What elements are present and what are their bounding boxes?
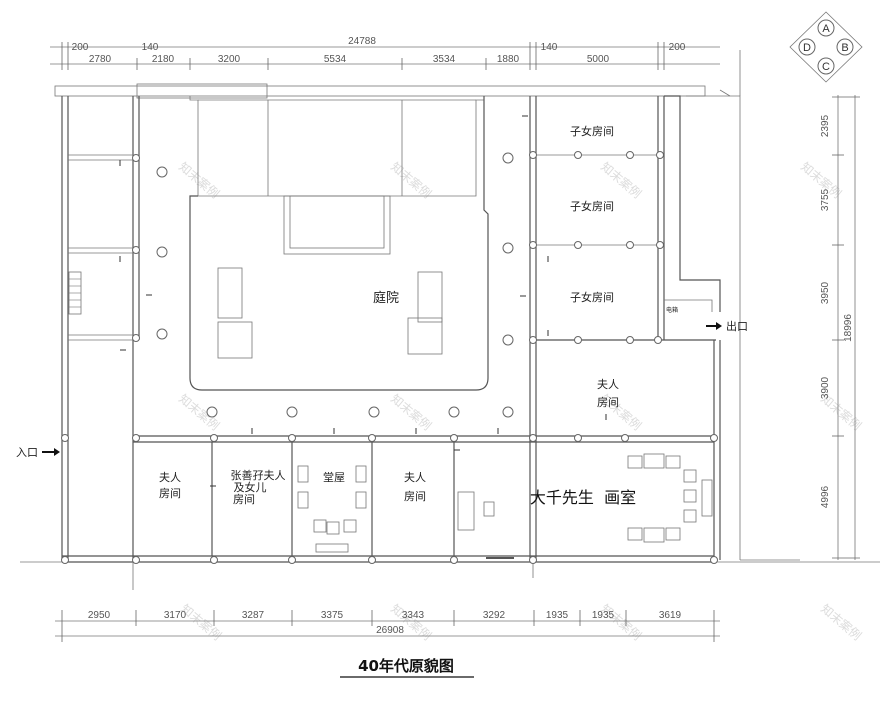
studio-furniture (457, 453, 713, 559)
room-child1-label: 子女房间 (570, 124, 614, 138)
watermark: 知末案例 (178, 601, 224, 643)
dim-top-seg: 1880 (497, 54, 520, 65)
dim-top-140-right: 140 (541, 42, 558, 53)
dim-bottom-seg: 3292 (483, 610, 506, 621)
dim-bottom-seg: 3619 (659, 610, 682, 621)
dim-right-seg: 2395 (820, 114, 831, 137)
dim-bottom-seg: 2950 (88, 610, 111, 621)
entrance-label: 入口 (16, 446, 38, 459)
dim-bottom-seg: 1935 (546, 610, 569, 621)
dim-top-total: 24788 (348, 36, 376, 47)
room-wife-left-label: 夫人 (159, 471, 181, 484)
room-wife-mid-label: 房间 (404, 490, 426, 503)
dim-top-seg: 3534 (433, 54, 456, 65)
dim-right-seg: 3950 (820, 281, 831, 304)
columns (61, 151, 718, 564)
watermark: 知末案例 (388, 391, 434, 433)
dim-top-seg: 3200 (218, 54, 241, 65)
dim-bottom-total: 26908 (376, 625, 404, 636)
compass-a: A (822, 23, 830, 35)
dim-right-seg: 3900 (820, 376, 831, 399)
dim-right-total: 18996 (843, 314, 854, 342)
watermark: 知末案例 (388, 601, 434, 643)
dim-bottom-seg: 3170 (164, 610, 187, 621)
room-labels: 庭院 子女房间 子女房间 子女房间 夫人 房间 夫人 房间 张善孖夫人 及女儿 … (159, 124, 678, 507)
exit-marker: 出口 (706, 319, 748, 333)
dim-top-200-left: 200 (72, 42, 89, 53)
hall-furniture (297, 465, 367, 553)
room-child3-label: 子女房间 (570, 290, 614, 304)
watermark: 知末案例 (598, 159, 644, 201)
dim-right-seg: 3755 (820, 188, 831, 211)
room-wife-right-label: 房间 (597, 396, 619, 409)
room-studio-label: 大千先生 画室 (530, 488, 636, 507)
exit-label: 出口 (726, 319, 748, 333)
watermark: 知末案例 (818, 601, 864, 643)
dim-top-seg: 5534 (324, 54, 347, 65)
room-zhang-label: 及女儿 (234, 480, 267, 494)
watermark: 知末案例 (388, 159, 434, 201)
compass-d: D (803, 42, 811, 54)
door-markers (119, 115, 607, 487)
compass-c: C (822, 61, 830, 73)
dim-bottom-seg: 3375 (321, 610, 344, 621)
dim-right-seg: 4996 (820, 485, 831, 508)
dim-bottom-seg: 3343 (402, 610, 425, 621)
watermark: 知末案例 (176, 159, 222, 201)
electric-box-label: 电箱 (666, 306, 678, 314)
room-courtyard-label: 庭院 (373, 290, 399, 306)
right-dimensions: 2395 3755 3950 3900 4996 18996 (820, 95, 860, 560)
dim-top-140-left: 140 (142, 42, 159, 53)
dim-top-200-right: 200 (669, 42, 686, 53)
dim-top-seg: 5000 (587, 54, 610, 65)
entrance-marker: 入口 (16, 446, 60, 459)
dim-bottom-seg: 3287 (242, 610, 265, 621)
dim-top-seg: 2780 (89, 54, 112, 65)
caption: 40年代原貌图 (340, 657, 474, 678)
room-wife-left-label: 房间 (159, 487, 181, 500)
dim-bottom-seg: 1935 (592, 610, 615, 621)
compass-b: B (841, 42, 848, 54)
room-zhang-label: 房间 (233, 493, 255, 506)
room-wife-right-label: 夫人 (597, 378, 619, 391)
caption-title: 40年代原貌图 (358, 657, 454, 675)
room-zhang-label: 张善孖夫人 (231, 468, 286, 482)
dim-top-seg: 2180 (152, 54, 175, 65)
room-wife-mid-label: 夫人 (404, 471, 426, 484)
room-hall-label: 堂屋 (323, 471, 345, 484)
room-child2-label: 子女房间 (570, 199, 614, 213)
bottom-dimensions: 2950 3170 3287 3375 3343 3292 1935 1935 … (55, 610, 720, 642)
walls (20, 50, 880, 590)
watermark-layer: 知末案例 知末案例 知末案例 知末案例 知末案例 知末案例 知末案例 知末案例 … (176, 159, 864, 643)
watermark: 知末案例 (598, 601, 644, 643)
top-dimensions: 24788 200 140 140 200 2780 2180 3200 553… (50, 36, 720, 70)
compass: A B C D (789, 11, 863, 83)
